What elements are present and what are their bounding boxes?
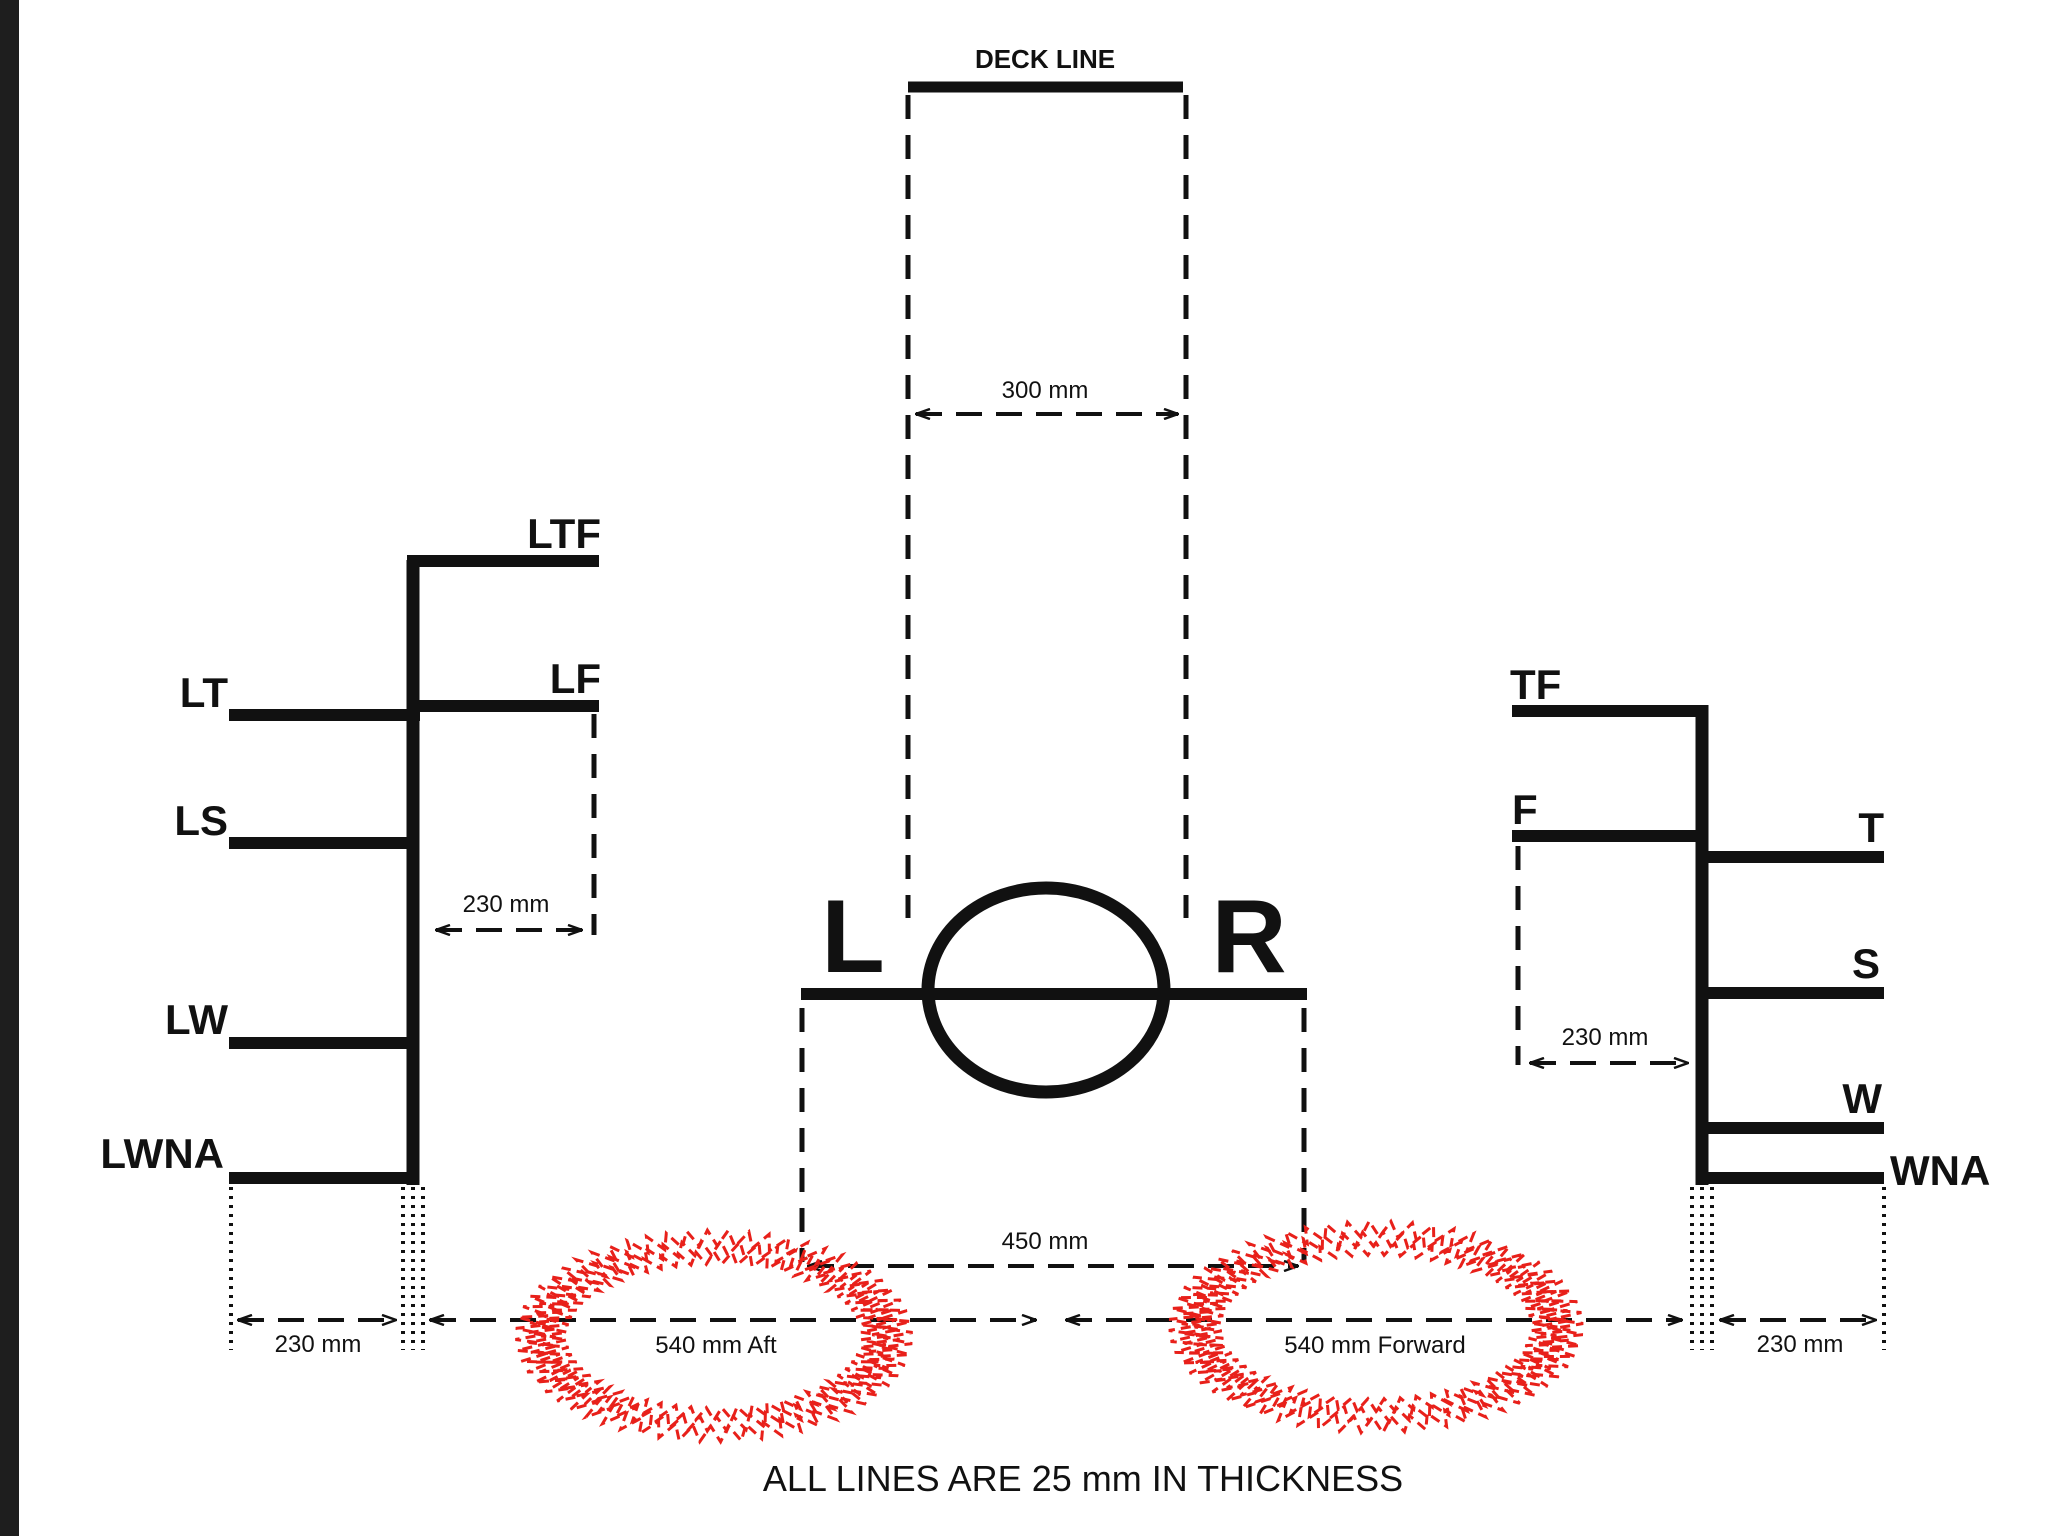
distance-group: 540 mm Aft 540 mm Forward	[430, 1320, 1682, 1359]
mark-lf-label: LF	[550, 655, 601, 702]
aft-highlight-ring-2	[515, 1227, 913, 1445]
load-line-disc-group: L R 450 mm	[799, 879, 1307, 1266]
aft-distance-label: 540 mm Aft	[655, 1332, 777, 1359]
deck-width-label: 300 mm	[1002, 377, 1089, 404]
right-marks-group: TF F T S W WNA 230 mm 230 mm	[1510, 661, 1990, 1358]
thickness-note: ALL LINES ARE 25 mm IN THICKNESS	[763, 1458, 1403, 1499]
left-marks-group: LTF LF LT LS LW LWNA 230 mm 230 mm	[100, 510, 601, 1358]
deck-line-group: DECK LINE 300 mm	[905, 44, 1189, 918]
mark-lw-label: LW	[165, 996, 228, 1043]
right-inner-gap-label: 230 mm	[1562, 1024, 1649, 1051]
letter-l: L	[821, 879, 885, 995]
mark-f-label: F	[1512, 786, 1538, 833]
left-inner-gap-label: 230 mm	[463, 891, 550, 918]
left-dark-border	[0, 0, 19, 1536]
mark-s-label: S	[1852, 940, 1880, 987]
disc-width-label: 450 mm	[1002, 1228, 1089, 1255]
forward-distance-label: 540 mm Forward	[1284, 1332, 1465, 1359]
highlight-layer	[515, 1218, 1584, 1445]
mark-t-label: T	[1858, 804, 1884, 851]
mark-tf-label: TF	[1510, 661, 1561, 708]
mark-lwna-label: LWNA	[100, 1130, 224, 1177]
forward-highlight-ring-2	[1168, 1218, 1584, 1436]
left-bottom-gap-label: 230 mm	[275, 1331, 362, 1358]
mark-lt-label: LT	[180, 669, 229, 716]
right-bottom-gap-label: 230 mm	[1757, 1331, 1844, 1358]
mark-ltf-label: LTF	[527, 510, 601, 557]
mark-ls-label: LS	[174, 797, 228, 844]
deck-line-label: DECK LINE	[975, 44, 1115, 74]
letter-r: R	[1211, 879, 1286, 995]
mark-wna-label: WNA	[1890, 1147, 1990, 1194]
mark-w-label: W	[1842, 1075, 1882, 1122]
